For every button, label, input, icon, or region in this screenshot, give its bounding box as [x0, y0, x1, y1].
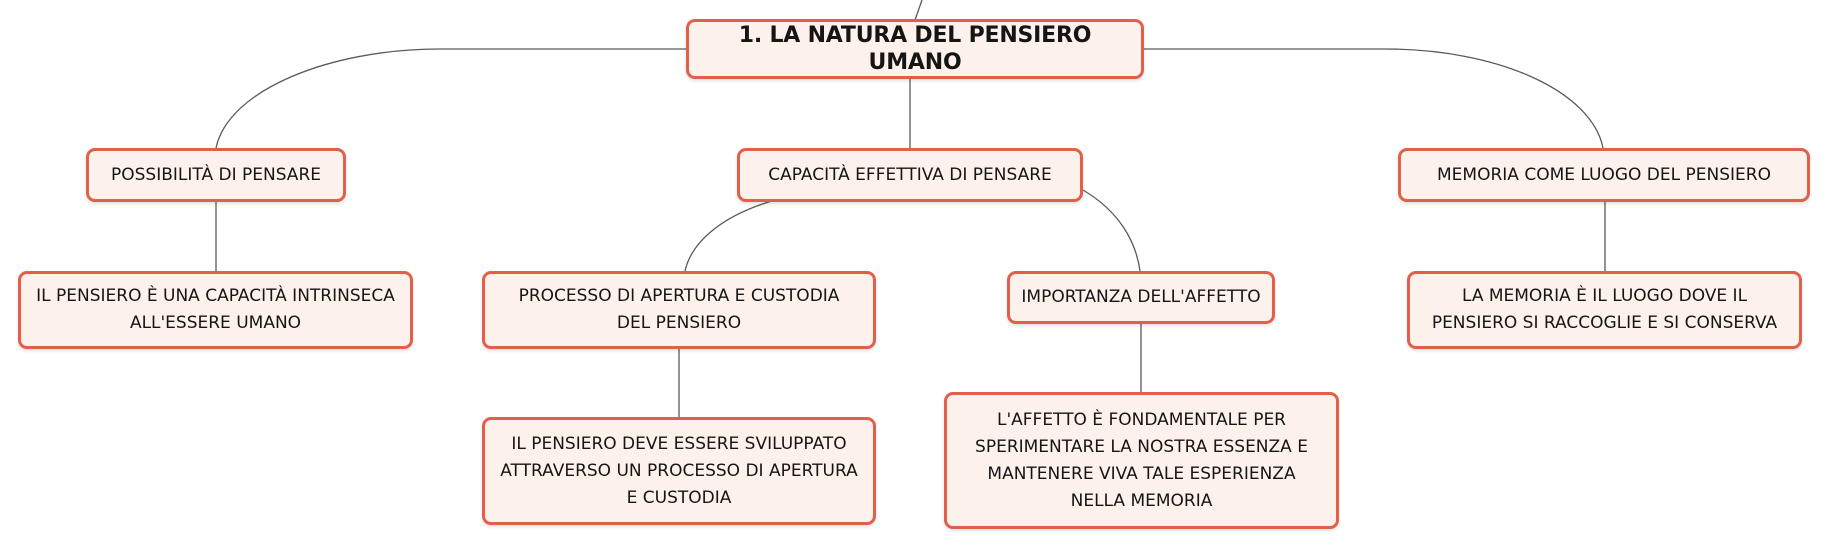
connector-capacita-to-importanza [1082, 189, 1141, 272]
connector-parent-to-root [914, 0, 923, 21]
root-node-label: 1. LA NATURA DEL PENSIERO UMANO [738, 23, 1092, 75]
connector-root-to-possibilita [215, 48, 686, 149]
node-sviluppato-label: IL PENSIERO DEVE ESSERE SVILUPPATO ATTRA… [500, 433, 858, 508]
node-capacita-label: CAPACITÀ EFFETTIVA DI PENSARE [768, 164, 1052, 185]
node-memoria-luogo[interactable]: LA MEMORIA È IL LUOGO DOVE IL PENSIERO S… [1407, 271, 1802, 349]
node-affetto-label: L'AFFETTO È FONDAMENTALE PER SPERIMENTAR… [975, 409, 1308, 511]
node-memoria-label: MEMORIA COME LUOGO DEL PENSIERO [1437, 164, 1771, 185]
node-possibilita-di-pensare[interactable]: POSSIBILITÀ DI PENSARE [86, 148, 346, 202]
node-importanza-label: IMPORTANZA DELL'AFFETTO [1021, 287, 1261, 307]
node-memoria-come-luogo[interactable]: MEMORIA COME LUOGO DEL PENSIERO [1398, 148, 1810, 202]
node-pensiero-intrinseco[interactable]: IL PENSIERO È UNA CAPACITÀ INTRINSECA AL… [18, 271, 413, 349]
node-pensiero-intrinseco-label: IL PENSIERO È UNA CAPACITÀ INTRINSECA AL… [36, 286, 395, 333]
root-node[interactable]: 1. LA NATURA DEL PENSIERO UMANO [686, 19, 1144, 79]
node-memoria-luogo-label: LA MEMORIA È IL LUOGO DOVE IL PENSIERO S… [1431, 286, 1778, 333]
connector-capacita-to-processo [684, 200, 773, 272]
node-affetto-fondamentale[interactable]: L'AFFETTO È FONDAMENTALE PER SPERIMENTAR… [944, 392, 1339, 529]
connector-root-to-memoria [1142, 48, 1604, 149]
node-processo-apertura[interactable]: PROCESSO DI APERTURA E CUSTODIA DEL PENS… [482, 271, 876, 349]
node-pensiero-sviluppato[interactable]: IL PENSIERO DEVE ESSERE SVILUPPATO ATTRA… [482, 417, 876, 525]
node-processo-label: PROCESSO DI APERTURA E CUSTODIA DEL PENS… [518, 286, 840, 333]
node-importanza-affetto[interactable]: IMPORTANZA DELL'AFFETTO [1007, 271, 1275, 324]
node-possibilita-label: POSSIBILITÀ DI PENSARE [111, 164, 321, 185]
node-capacita-effettiva[interactable]: CAPACITÀ EFFETTIVA DI PENSARE [737, 148, 1083, 202]
